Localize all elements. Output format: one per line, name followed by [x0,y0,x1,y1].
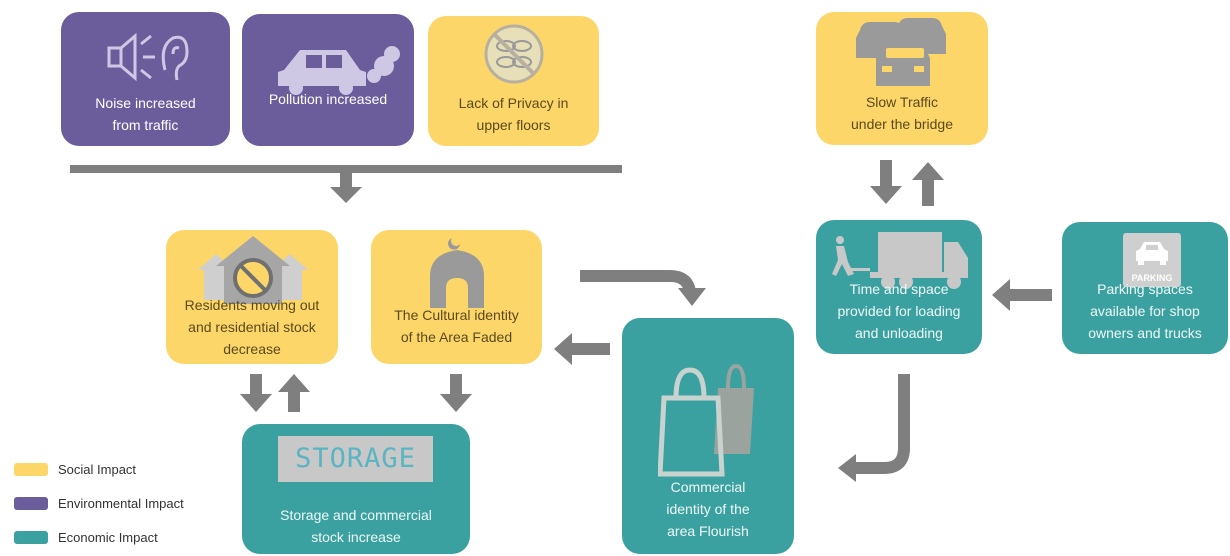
noise-label: Noise increased from traffic [95,95,196,133]
arrow-down-slow-traffic [870,160,902,204]
residents-box: Residents moving out and residential sto… [166,230,338,364]
top-group-bar [70,165,622,173]
arrow-left-commercial [554,333,610,365]
car-exhaust-icon [278,46,400,95]
curved-arrowhead-time [838,454,856,482]
legend-item-social: Social Impact [14,452,184,486]
curved-arrow-time-to-commercial [852,374,910,474]
arrow-left-parking [992,279,1052,311]
arrow-up-residents [278,374,310,412]
legend-item-environmental: Environmental Impact [14,486,184,520]
time-space-box: Time and space provided for loading and … [816,220,982,354]
arrow-up-slow-traffic [912,162,944,206]
legend-swatch-social [14,462,48,476]
parking-label: Parking spaces available for shop owners… [1088,281,1202,341]
parking-sign-text: PARKING [1131,273,1173,283]
mosque-icon [430,238,484,308]
legend-label-environmental: Environmental Impact [58,495,184,511]
storage-box: STORAGE Storage and commercial stock inc… [242,424,470,554]
storage-sign: STORAGE [278,436,433,482]
eyes-blocked-icon [484,24,544,84]
residents-label: Residents moving out and residential sto… [184,297,320,357]
delivery-truck-icon [832,232,968,289]
car-icon [1136,242,1168,265]
commercial-box: Commercial identity of the area Flourish [622,318,794,554]
legend-swatch-economic [14,530,48,544]
traffic-jam-icon [856,18,946,86]
parking-box: PARKING Parking spaces available for sho… [1062,222,1228,354]
time-space-label: Time and space provided for loading and … [837,281,961,341]
pollution-label: Pollution increased [268,91,388,107]
curved-arrow-cultural-to-commercial [580,270,696,294]
legend: Social Impact Environmental Impact Econo… [14,452,184,554]
noise-box: Noise increased from traffic [61,12,230,146]
slow-traffic-label: Slow Traffic under the bridge [851,94,953,132]
privacy-box: Lack of Privacy in upper floors [428,16,599,146]
slow-traffic-box: Slow Traffic under the bridge [816,12,988,145]
arrow-down-top-group [330,173,362,203]
legend-label-economic: Economic Impact [58,529,158,545]
noise-icon [107,32,189,82]
legend-swatch-environmental [14,496,48,510]
houses-no-entry-icon [198,236,308,304]
storage-label: Storage and commercial stock increase [280,507,432,545]
curved-arrowhead-commercial [678,288,706,306]
parking-sign-icon: PARKING [1123,233,1181,287]
arrow-down-residents [240,374,272,412]
cultural-box: The Cultural identity of the Area Faded [371,230,542,364]
commercial-label: Commercial identity of the area Flourish [666,479,750,539]
pollution-box: Pollution increased [242,14,414,146]
shopping-bags-icon [658,363,754,477]
arrow-down-cultural [440,374,472,412]
legend-label-social: Social Impact [58,461,137,477]
legend-item-economic: Economic Impact [14,520,184,554]
cultural-label: The Cultural identity of the Area Faded [394,307,519,345]
privacy-label: Lack of Privacy in upper floors [458,95,569,133]
